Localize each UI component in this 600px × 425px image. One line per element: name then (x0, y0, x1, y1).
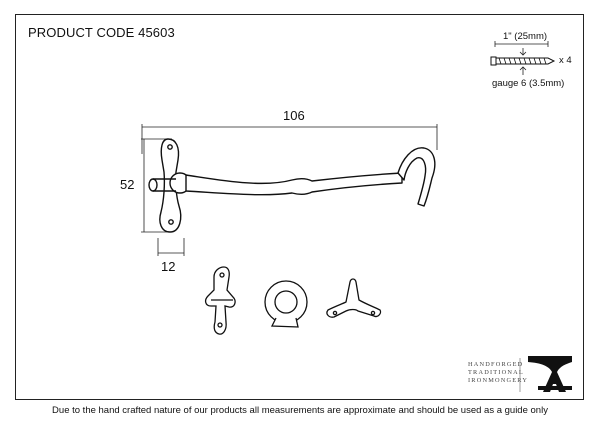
width-dimension-label: 12 (161, 259, 176, 274)
brand-text: HANDFORGED TRADITIONAL IRONMONGERY (468, 361, 528, 386)
length-dimension (141, 124, 438, 154)
ring-eye-drawing (264, 280, 308, 328)
cabin-hook-drawing (148, 138, 436, 233)
drawing-frame (15, 14, 584, 400)
screw-gauge-label: gauge 6 (3.5mm) (492, 78, 565, 89)
brand-line-1: HANDFORGED (468, 361, 524, 368)
screw-spec-drawing (490, 41, 556, 75)
screw-length-label: 1" (25mm) (503, 31, 548, 42)
height-dimension-label: 52 (120, 177, 135, 192)
staple-plate-drawing (204, 266, 236, 335)
anvil-logo-icon (528, 356, 572, 392)
product-code: PRODUCT CODE 45603 (28, 25, 175, 40)
width-dimension (157, 238, 185, 256)
brand-line-2: TRADITIONAL (468, 369, 524, 377)
disclaimer-note: Due to the hand crafted nature of our pr… (52, 405, 548, 416)
screw-quantity-label: x 4 (559, 55, 572, 66)
keep-bracket-drawing (326, 278, 382, 318)
brand-line-3: IRONMONGERY (468, 377, 529, 385)
length-dimension-label: 106 (283, 108, 305, 123)
